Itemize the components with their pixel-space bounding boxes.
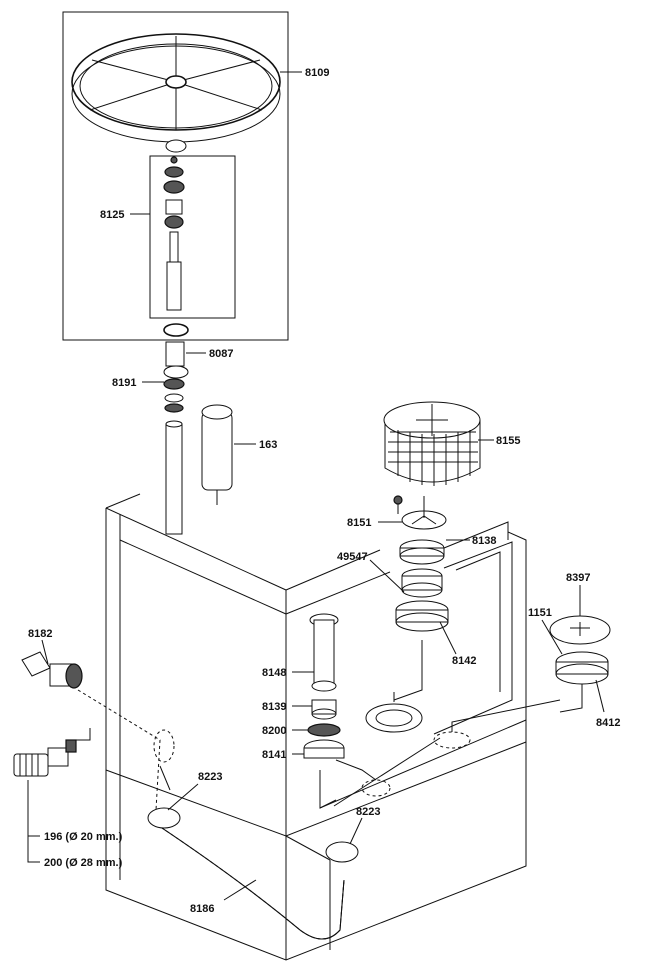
drain-openings <box>153 640 471 797</box>
nut-8141 <box>303 739 345 759</box>
spindle-parts-stack <box>163 139 187 311</box>
label-8412: 8412 <box>596 717 620 729</box>
ring-8191 <box>163 378 185 413</box>
label-200: 200 (Ø 28 mm.) <box>44 857 123 869</box>
ring-8138 <box>399 539 445 565</box>
wash-arm-assembly-frame <box>62 11 289 341</box>
label-8223-left: 8223 <box>198 771 222 783</box>
cover-8151 <box>401 496 447 530</box>
part-labels: 8109 8125 8087 8191 163 8155 8151 8138 4… <box>28 67 620 915</box>
label-163: 163 <box>259 439 277 451</box>
assembly-guide-lines <box>66 684 583 811</box>
hose-8186 <box>155 823 345 940</box>
label-1151: 1151 <box>528 607 552 619</box>
label-8148: 8148 <box>262 667 286 679</box>
drain-cap-8397 <box>549 615 611 645</box>
hose-connector-196-200 <box>13 739 77 777</box>
label-8141: 8141 <box>262 749 286 761</box>
label-8200: 8200 <box>262 725 286 737</box>
label-8151: 8151 <box>347 517 371 529</box>
clamps-8223 <box>147 807 359 863</box>
filter-basket-8155 <box>383 401 481 486</box>
seal-49547 <box>401 568 443 598</box>
label-8155: 8155 <box>496 435 520 447</box>
elbow-fitting-8182 <box>21 651 83 689</box>
label-8138: 8138 <box>472 535 496 547</box>
nut-8142 <box>395 600 449 632</box>
label-8191: 8191 <box>112 377 136 389</box>
vertical-pipe <box>165 420 183 535</box>
label-8182: 8182 <box>28 628 52 640</box>
label-8109: 8109 <box>305 67 329 79</box>
wash-arm-wheel <box>71 33 281 143</box>
label-8186: 8186 <box>190 903 214 915</box>
label-8139: 8139 <box>262 701 286 713</box>
screw <box>393 495 403 514</box>
pipe-8148 <box>309 613 339 692</box>
bushing-8087 <box>163 323 189 379</box>
label-196: 196 (Ø 20 mm.) <box>44 831 123 843</box>
label-8142: 8142 <box>452 655 476 667</box>
label-8223-right: 8223 <box>356 806 380 818</box>
label-49547: 49547 <box>337 551 368 563</box>
label-8125: 8125 <box>100 209 124 221</box>
seal-1151-and-nut-8412 <box>555 651 609 685</box>
seal-8200 <box>307 723 341 737</box>
label-8397: 8397 <box>566 572 590 584</box>
tub-body <box>105 493 527 961</box>
label-8087: 8087 <box>209 348 233 360</box>
ring-8139 <box>311 699 337 720</box>
part-163-cylinder <box>201 404 233 505</box>
leader-lines <box>27 71 605 901</box>
